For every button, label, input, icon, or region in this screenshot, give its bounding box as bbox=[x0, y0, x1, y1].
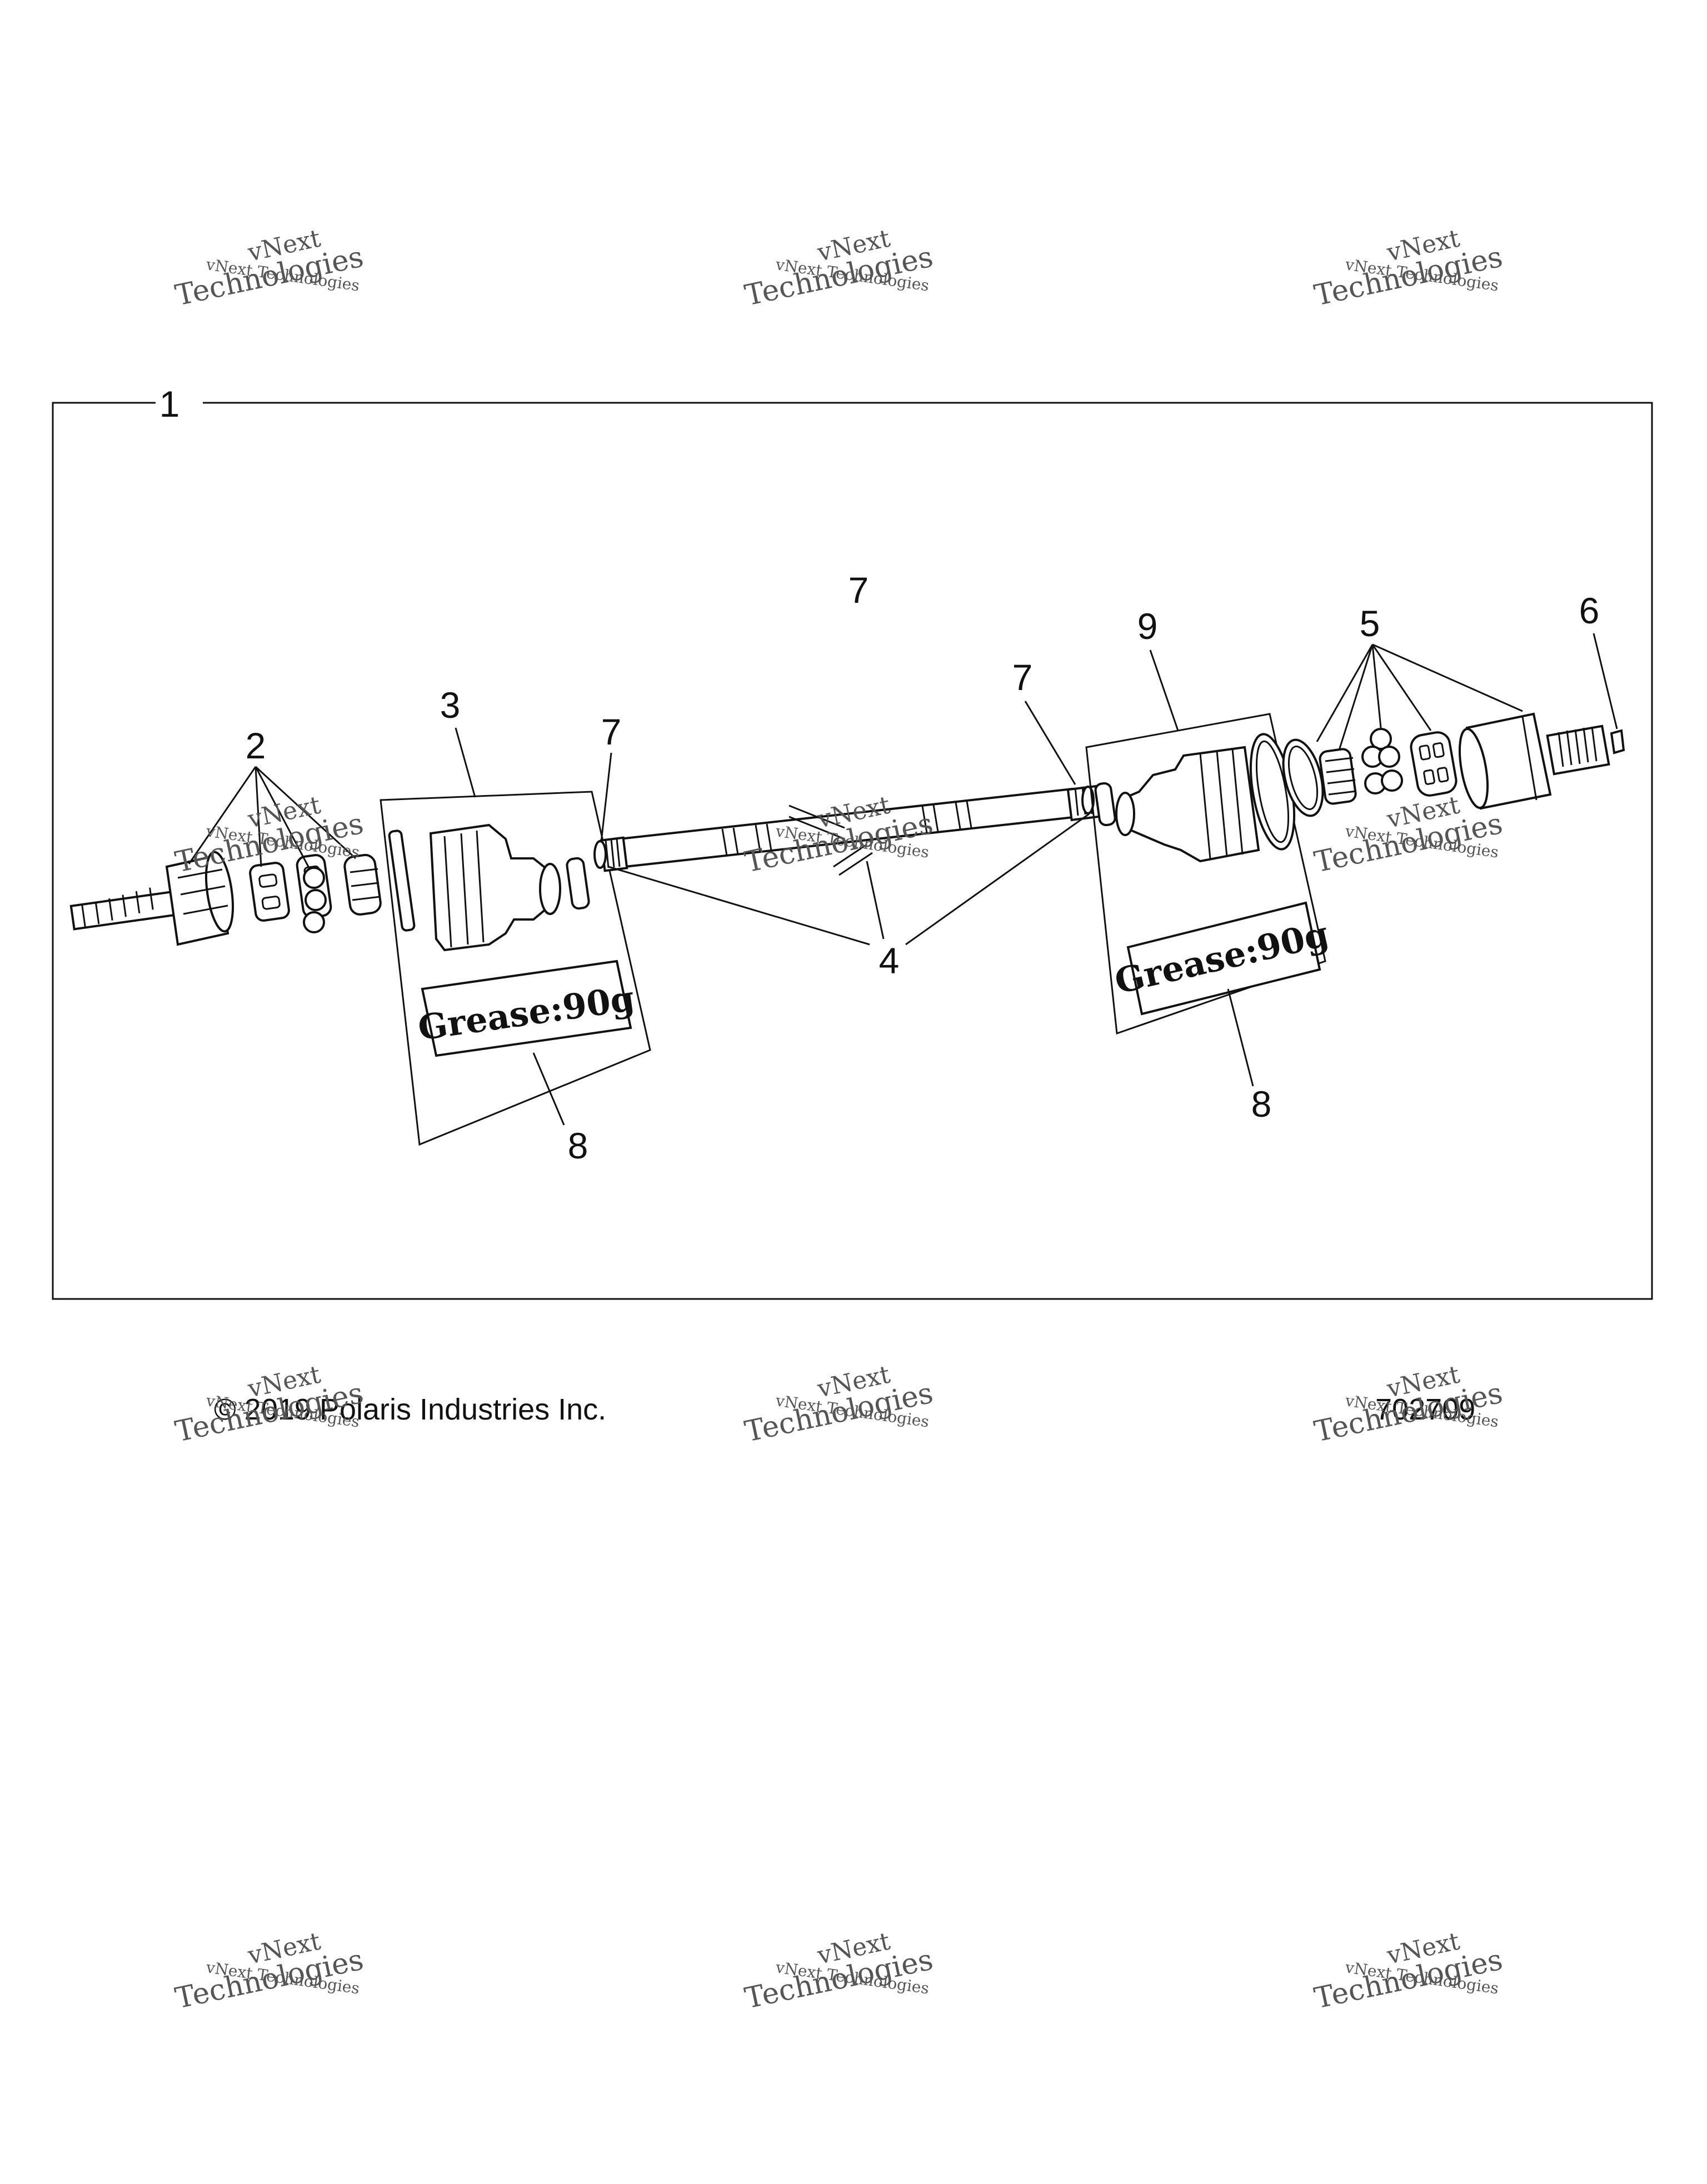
callout-6: 6 bbox=[1579, 590, 1600, 631]
leader-line-9 bbox=[1149, 649, 1179, 731]
boot-kit-frame-right bbox=[1085, 713, 1326, 1035]
callout-2: 2 bbox=[246, 725, 266, 766]
shaft-clip-left bbox=[593, 840, 607, 869]
cv-boot-left bbox=[429, 823, 561, 952]
inner-cv-snap-ring bbox=[1282, 738, 1324, 817]
inner-cv-balls bbox=[1361, 728, 1403, 794]
watermark-top-center: vNext vNext Technologies Technologies bbox=[742, 224, 936, 312]
inner-cv-cage bbox=[1410, 731, 1458, 797]
watermark-bottom-center: vNext vNext Technologies Technologies bbox=[742, 1927, 936, 2015]
cv-boot-right bbox=[1115, 746, 1260, 863]
outer-cv-joint-housing bbox=[69, 851, 234, 946]
watermark-top-right: vNext vNext Technologies Technologies bbox=[1311, 224, 1505, 312]
outer-cv-balls bbox=[303, 867, 327, 933]
watermark-lower-right: vNext vNext Technologies Technologies bbox=[1311, 1360, 1505, 1448]
watermark-top-left: vNext vNext Technologies Technologies bbox=[172, 224, 366, 312]
callout-9: 9 bbox=[1137, 606, 1158, 647]
callout-7-right: 7 bbox=[1012, 657, 1033, 698]
retaining-ring bbox=[1610, 729, 1625, 754]
leader-lines-5 bbox=[1316, 643, 1523, 751]
leader-lines-2 bbox=[188, 766, 357, 867]
leader-line-7-left bbox=[600, 752, 612, 842]
copyright-text: © 2019 Polaris Industries Inc. bbox=[214, 1393, 606, 1426]
part-number: 702709 bbox=[1375, 1393, 1475, 1426]
watermark-lower-center: vNext vNext Technologies Technologies bbox=[742, 1360, 936, 1448]
callout-4: 4 bbox=[879, 940, 900, 981]
inner-cv-race bbox=[1319, 748, 1357, 805]
callout-1: 1 bbox=[159, 383, 180, 424]
leader-line-3 bbox=[455, 727, 476, 798]
leader-line-7-right bbox=[1024, 701, 1076, 785]
grease-packet-left: Grease:90g bbox=[416, 959, 637, 1057]
callout-3: 3 bbox=[440, 684, 461, 726]
callout-7-left: 7 bbox=[601, 711, 622, 752]
leader-line-8-left bbox=[532, 1052, 565, 1126]
boot-clamp-large-left bbox=[388, 829, 416, 932]
watermark-bottom-right: vNext vNext Technologies Technologies bbox=[1311, 1927, 1505, 2015]
leader-line-8-right bbox=[1227, 988, 1254, 1087]
watermark-lower-left: vNext vNext Technologies Technologies bbox=[172, 1360, 366, 1448]
outer-cv-inner-race bbox=[249, 862, 290, 922]
callout-7-top: 7 bbox=[848, 569, 869, 611]
watermark-bottom-left: vNext vNext Technologies Technologies bbox=[172, 1927, 366, 2015]
leader-line-6 bbox=[1593, 633, 1618, 729]
callout-8-left: 8 bbox=[568, 1125, 588, 1166]
axle-shaft bbox=[600, 784, 1101, 876]
grease-packet-right: Grease:90g bbox=[1111, 901, 1332, 1016]
callout-5: 5 bbox=[1360, 603, 1380, 644]
inner-cv-housing bbox=[1458, 712, 1610, 810]
boot-clamp-small-left bbox=[566, 857, 590, 910]
outer-cv-inner-ring bbox=[343, 853, 382, 916]
boot-clamp-small-right bbox=[1094, 782, 1116, 827]
callout-8-right: 8 bbox=[1251, 1083, 1272, 1125]
assembly-frame: 1 bbox=[52, 383, 1653, 1300]
leader-lines-4 bbox=[608, 813, 1090, 946]
boot-kit-frame-left bbox=[380, 791, 651, 1146]
